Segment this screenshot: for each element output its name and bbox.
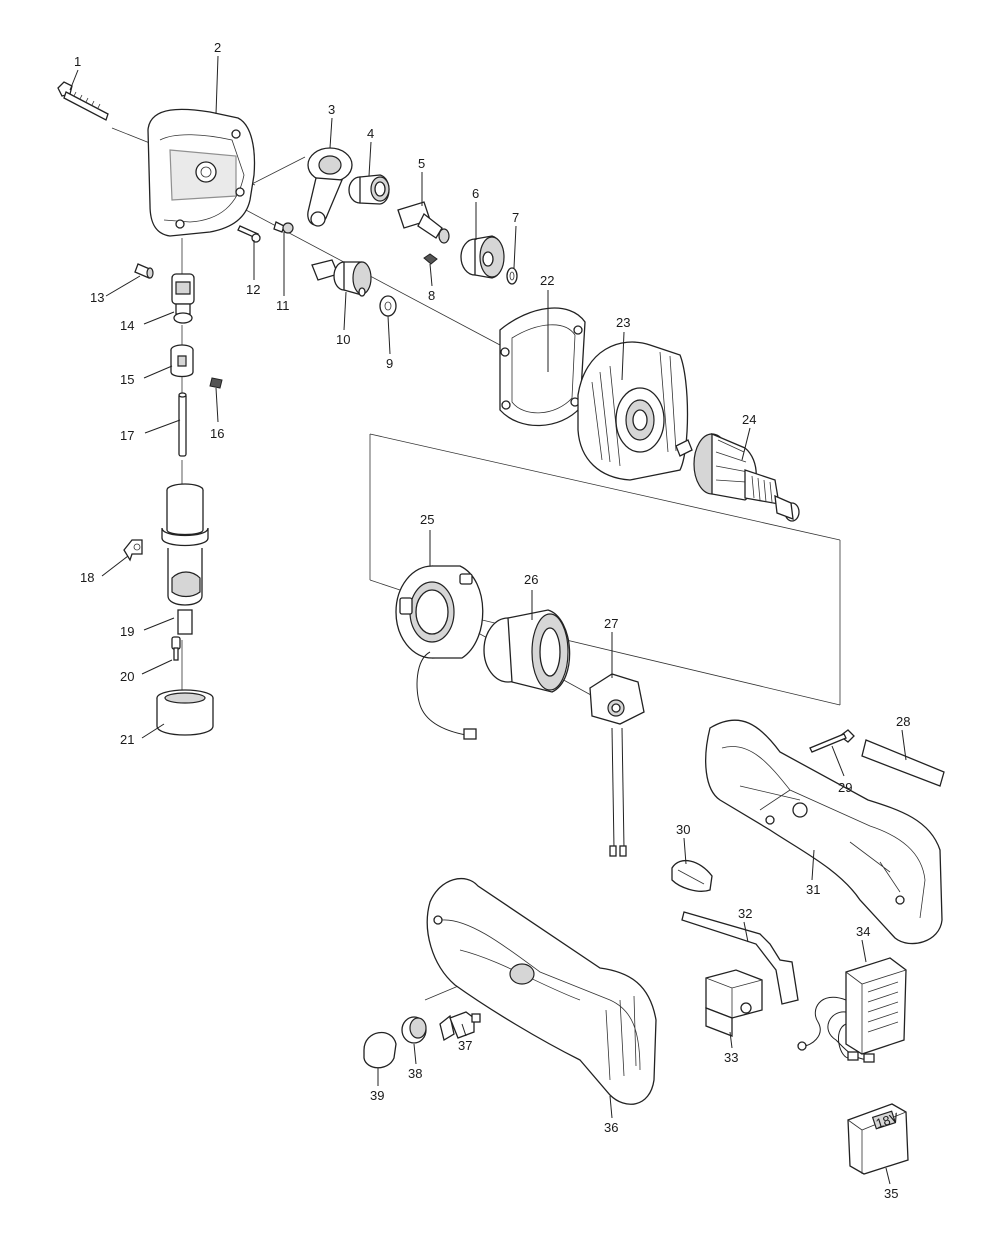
label-31: 31 — [806, 882, 820, 897]
label-3: 3 — [328, 102, 335, 117]
label-7: 7 — [512, 210, 519, 225]
label-34: 34 — [856, 924, 870, 939]
part-32-switch-lever — [681, 911, 799, 1005]
part-6-gear — [460, 235, 505, 279]
part-10-pinion-shaft — [311, 259, 372, 297]
part-25-stator-ring — [395, 565, 484, 740]
label-10: 10 — [336, 332, 350, 347]
part-7-washer — [506, 267, 518, 285]
label-21: 21 — [120, 732, 134, 747]
label-11: 11 — [276, 298, 290, 313]
label-1: 1 — [74, 54, 81, 69]
label-4: 4 — [367, 126, 374, 141]
part-23-motor-housing — [577, 341, 689, 481]
part-13-pin — [134, 263, 154, 279]
label-19: 19 — [120, 624, 134, 639]
part-14-joint — [171, 273, 195, 324]
label-37: 37 — [458, 1038, 472, 1053]
label-2: 2 — [214, 40, 221, 55]
part-number-labels: 1 2 3 4 5 6 7 8 9 10 11 12 13 14 15 16 1… — [74, 40, 910, 1201]
part-31-housing-right — [705, 719, 943, 945]
part-24-armature — [675, 433, 800, 522]
label-36: 36 — [604, 1120, 618, 1135]
part-12-pin — [237, 225, 261, 243]
label-17: 17 — [120, 428, 134, 443]
part-5-spindle — [397, 201, 450, 244]
label-25: 25 — [420, 512, 434, 527]
label-20: 20 — [120, 669, 134, 684]
label-33: 33 — [724, 1050, 738, 1065]
label-26: 26 — [524, 572, 538, 587]
part-21-ring-nut — [156, 689, 214, 736]
part-27-brush-holder — [589, 673, 645, 857]
label-18: 18 — [80, 570, 94, 585]
part-36-housing-left — [426, 877, 657, 1105]
label-29: 29 — [838, 780, 852, 795]
part-11-pin — [273, 221, 294, 234]
label-5: 5 — [418, 156, 425, 171]
part-37-change-lever — [439, 1011, 481, 1042]
part-33-switch — [705, 969, 763, 1037]
part-34-controller — [797, 957, 907, 1063]
label-32: 32 — [738, 906, 752, 921]
part-9-washer — [379, 295, 397, 317]
part-17-rod — [178, 392, 187, 457]
part-30-trigger — [671, 859, 713, 892]
part-22-gasket — [499, 307, 586, 427]
label-13: 13 — [90, 290, 104, 305]
part-1-screw — [57, 81, 109, 121]
part-19-holder — [161, 483, 209, 635]
label-24: 24 — [742, 412, 756, 427]
label-39: 39 — [370, 1088, 384, 1103]
label-6: 6 — [472, 186, 479, 201]
part-28-nameplate — [861, 739, 945, 787]
label-35: 35 — [884, 1186, 898, 1201]
part-38-knob — [401, 1016, 427, 1044]
label-38: 38 — [408, 1066, 422, 1081]
part-29-screw — [809, 729, 855, 753]
part-39-cap — [363, 1031, 397, 1069]
badge-18v-text: 18V — [874, 1110, 901, 1132]
part-35-terminal-block: 18V — [847, 1103, 909, 1175]
label-30: 30 — [676, 822, 690, 837]
label-9: 9 — [386, 356, 393, 371]
part-8-key — [423, 253, 438, 265]
part-2-gear-housing — [147, 108, 256, 237]
leader-lines — [69, 55, 907, 1185]
part-15-block — [170, 344, 194, 378]
part-16-set-screw — [209, 377, 223, 389]
part-26-magnet-tube — [483, 609, 571, 693]
label-23: 23 — [616, 315, 630, 330]
label-16: 16 — [210, 426, 224, 441]
part-20-screw — [171, 636, 181, 661]
label-14: 14 — [120, 318, 134, 333]
label-12: 12 — [246, 282, 260, 297]
label-22: 22 — [540, 273, 554, 288]
label-8: 8 — [428, 288, 435, 303]
label-15: 15 — [120, 372, 134, 387]
label-27: 27 — [604, 616, 618, 631]
part-18-bracket — [123, 539, 143, 562]
part-4-bearing — [348, 174, 390, 205]
label-28: 28 — [896, 714, 910, 729]
part-3-connecting-rod — [307, 147, 353, 227]
